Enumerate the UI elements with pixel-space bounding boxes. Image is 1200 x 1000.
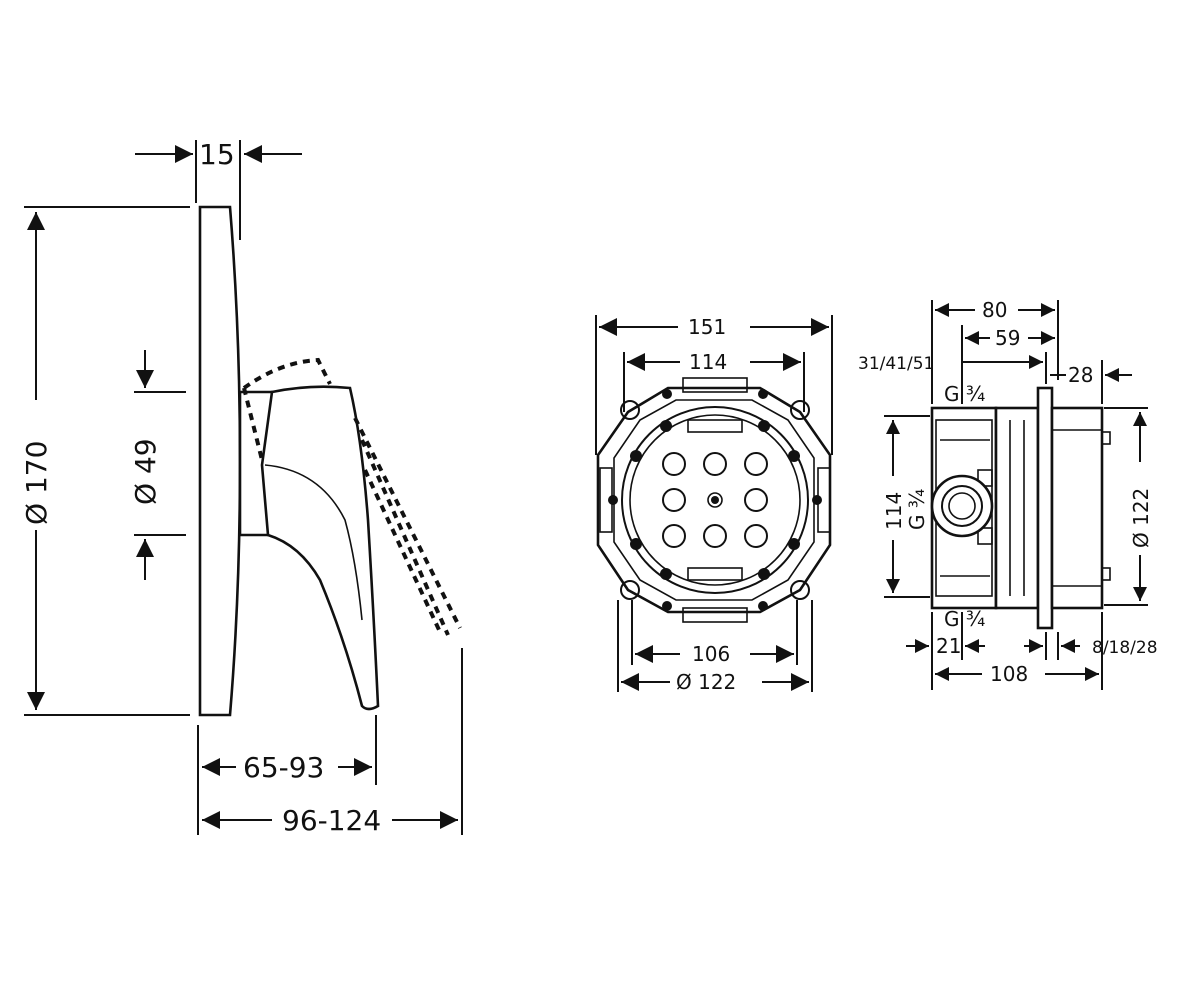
port-grid — [662, 452, 768, 548]
dim-right-28: 28 — [1068, 363, 1093, 387]
dim-top-80: 80 — [982, 298, 1007, 322]
dim-top-range: 31/41/51 — [858, 354, 934, 374]
dim-bottom-diameter: Ø 122 — [676, 670, 736, 694]
screw-bosses — [608, 389, 822, 611]
dim-outer-width: 151 — [688, 315, 726, 339]
dim-left-114: 114 — [882, 492, 906, 530]
adjustment-sleeve — [1050, 406, 1104, 610]
handle-swing-outline — [242, 357, 332, 390]
dim-inner-width: 114 — [689, 350, 727, 374]
section-view: 80 59 31/41/51 28 G ¾ 114 G ¾ Ø 122 G ¾ — [858, 298, 1158, 690]
dim-bottom-108: 108 — [990, 662, 1028, 686]
dim-bottom-width: 106 — [692, 642, 730, 666]
dim-bottom-21: 21 — [936, 634, 961, 658]
dim-plate-diameter: Ø 170 — [20, 441, 53, 525]
side-view: 15 Ø 170 Ø 49 65-93 96-124 — [20, 138, 463, 837]
mixer-handle — [260, 385, 380, 711]
g34-connection — [930, 474, 994, 538]
dim-bottom-range: 8/18/28 — [1092, 638, 1158, 658]
dim-total-depth: 96-124 — [282, 804, 381, 837]
dim-top-59: 59 — [995, 326, 1020, 350]
mounting-flange — [1036, 386, 1054, 630]
dim-right-diameter: Ø 122 — [1129, 488, 1153, 548]
dim-plate-depth: 15 — [199, 138, 235, 171]
thread-left: G ¾ — [905, 489, 929, 530]
wall-plate — [198, 205, 242, 717]
dim-handle-depth: 65-93 — [243, 751, 324, 784]
dim-spout-diameter: Ø 49 — [129, 438, 162, 505]
front-view: 151 114 106 Ø 122 — [595, 315, 833, 694]
thread-top: G ¾ — [944, 382, 985, 406]
thread-bottom: G ¾ — [944, 607, 985, 631]
